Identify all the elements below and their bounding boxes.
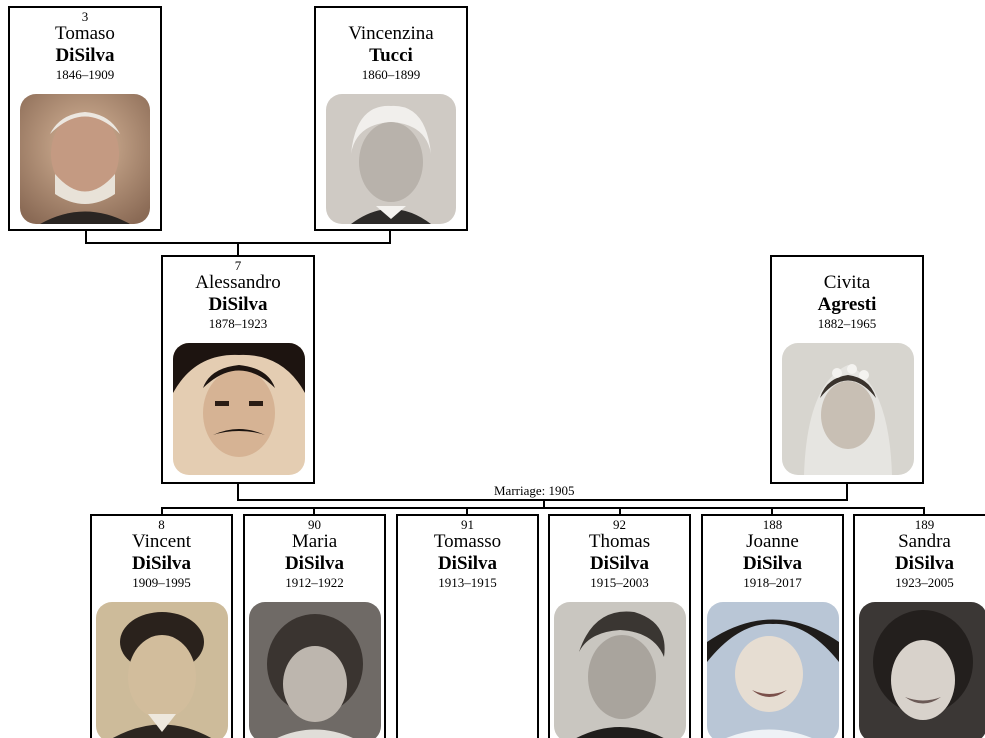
person-card-tomasso[interactable]: 91 Tomasso DiSilva 1913–1915 [396,514,539,738]
person-surname: DiSilva [208,294,268,315]
marriage-label: Marriage: 1905 [492,483,577,498]
person-photo [96,602,228,738]
person-surname: DiSilva [589,553,650,574]
person-card-alessandro[interactable]: 7 Alessandro DiSilva 1878–1923 [161,255,315,484]
person-dates: 1878–1923 [208,316,268,331]
person-number: 189 [914,517,935,532]
person-dates: 1913–1915 [438,575,497,590]
person-number [772,259,922,272]
person-number: 3 [81,9,89,24]
person-dates: 1915–2003 [590,575,649,590]
person-number: 92 [613,517,626,532]
child-drop-4 [619,507,621,515]
person-card-vincenzina[interactable]: Vincenzina Tucci 1860–1899 [314,6,468,231]
grandparents-connector-drop [237,242,239,256]
person-given-name: Joanne [746,531,799,552]
children-connector-bar [161,507,925,509]
person-photo [20,94,150,224]
child-drop-2 [313,507,315,515]
person-photo [782,343,914,475]
person-photo [554,602,686,738]
child-drop-1 [161,507,163,515]
person-given-name: Sandra [898,531,951,552]
person-number: 188 [762,517,783,532]
person-number: 91 [461,517,474,532]
person-card-maria[interactable]: 90 Maria DiSilva 1912–1922 [243,514,386,738]
person-surname: Agresti [817,294,877,315]
person-dates: 1923–2005 [895,575,954,590]
parents-connector-left [237,483,239,500]
parents-connector-right [846,483,848,500]
person-dates: 1860–1899 [361,67,421,82]
person-surname: DiSilva [131,553,192,574]
person-card-vincent[interactable]: 8 Vincent DiSilva 1909–1995 [90,514,233,738]
person-photo [859,602,985,738]
person-card-thomas[interactable]: 92 Thomas DiSilva 1915–2003 [548,514,691,738]
child-drop-5 [771,507,773,515]
parents-connector-bar [237,499,848,501]
person-given-name: Maria [291,531,338,552]
person-card-civita[interactable]: Civita Agresti 1882–1965 [770,255,924,484]
person-dates: 1918–2017 [743,575,802,590]
person-photo [249,602,381,738]
person-card-tomaso[interactable]: 3 Tomaso DiSilva 1846–1909 [8,6,162,231]
person-given-name: Civita [823,272,871,293]
person-photo [326,94,456,224]
grandparents-connector-right [389,230,391,243]
person-number: 7 [234,258,242,273]
person-photo [173,343,305,475]
person-number: 8 [158,517,165,532]
person-dates: 1909–1995 [132,575,191,590]
person-surname: DiSilva [437,553,498,574]
person-surname: DiSilva [284,553,345,574]
parents-connector-drop [543,499,545,508]
person-surname: Tucci [369,45,413,66]
person-given-name: Vincent [131,531,191,552]
person-given-name: Thomas [588,531,651,552]
child-drop-3 [466,507,468,515]
person-number [316,10,466,23]
person-dates: 1912–1922 [285,575,344,590]
person-given-name: Vincenzina [348,23,434,44]
person-dates: 1846–1909 [55,67,115,82]
person-number: 90 [308,517,321,532]
person-given-name: Tomaso [55,23,115,44]
person-card-sandra[interactable]: 189 Sandra DiSilva 1923–2005 [853,514,985,738]
person-dates: 1882–1965 [817,316,877,331]
person-surname: DiSilva [742,553,803,574]
person-photo [707,602,839,738]
person-surname: DiSilva [894,553,955,574]
person-card-joanne[interactable]: 188 Joanne DiSilva 1918–2017 [701,514,844,738]
grandparents-connector-left [85,230,87,243]
person-given-name: Tomasso [433,531,502,552]
child-drop-6 [923,507,925,515]
person-surname: DiSilva [55,45,115,66]
person-given-name: Alessandro [195,272,281,293]
